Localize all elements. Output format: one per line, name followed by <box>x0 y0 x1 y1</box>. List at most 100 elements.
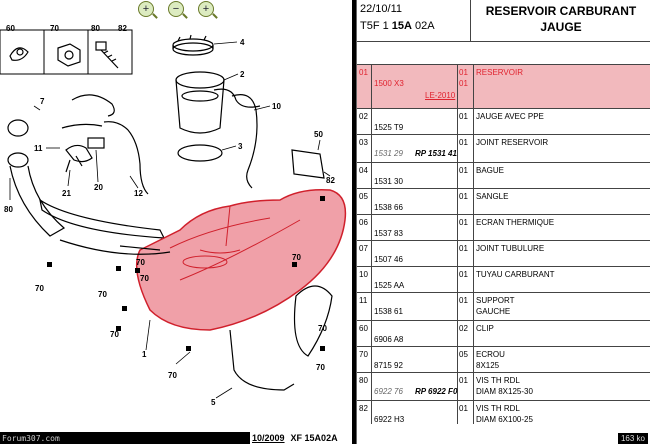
row-quantity: 01 <box>459 296 468 305</box>
row-position: 11 <box>359 296 368 305</box>
row-quantity: 01 <box>459 270 468 279</box>
diagram-date: 10/2009 <box>252 432 285 443</box>
row-position: 70 <box>359 350 368 359</box>
callout-82: 82 <box>118 24 127 33</box>
row-quantity: 01 <box>459 138 468 147</box>
row-part-number: 1537 83 <box>374 229 403 238</box>
row-position: 10 <box>359 270 368 279</box>
row-quantity: 01 <box>459 376 468 385</box>
row-description: BAGUE <box>476 166 505 175</box>
row-description-2: DIAM 8X125-30 <box>476 387 533 396</box>
catalog-date: 22/10/11 <box>360 3 403 15</box>
callout-12: 12 <box>134 189 143 198</box>
row-position: 07 <box>359 244 368 253</box>
callout-70e: 70 <box>168 371 177 380</box>
row-position: 02 <box>359 112 368 121</box>
zoom-toolbar: + − + <box>0 0 352 18</box>
catalog-reference: T5F 1 15A 02A <box>360 20 435 32</box>
fuel-pump-module <box>175 71 261 134</box>
parts-list-pane: 22/10/11 T5F 1 15A 02A RESERVOIR CARBURA… <box>356 0 650 444</box>
row-part-number: 1531 30 <box>374 177 403 186</box>
callout-1: 1 <box>142 350 147 359</box>
row-description: CLIP <box>476 324 494 333</box>
callout-70f: 70 <box>292 253 301 262</box>
table-row[interactable]: 04 1531 30 01 BAGUE <box>357 162 650 188</box>
clip-icon <box>9 47 29 61</box>
callout-80: 80 <box>91 24 100 33</box>
row-replacement-ref: RP 6922 F0 <box>415 387 458 396</box>
zoom-fit-button[interactable]: + <box>198 1 214 17</box>
page-size-indicator: 163 ko <box>617 433 648 444</box>
callout-70g: 70 <box>316 363 325 372</box>
row-description: SANGLE <box>476 192 509 201</box>
row-quantity: 01 <box>459 244 468 253</box>
callout-labels: 60 70 80 82 4 2 3 10 7 11 21 20 12 50 82… <box>4 24 335 407</box>
row-position: 04 <box>359 166 368 175</box>
row-part-number: 6906 A8 <box>374 335 404 344</box>
callout-10: 10 <box>272 102 281 111</box>
row-position: 60 <box>359 324 368 333</box>
row-description: JOINT TUBULURE <box>476 244 545 253</box>
row-part-number: 1538 61 <box>374 307 403 316</box>
zoom-in-icon: + <box>142 3 150 15</box>
callout-60: 60 <box>6 24 15 33</box>
row-quantity: 01 <box>459 404 468 413</box>
callout-2: 2 <box>240 70 245 79</box>
callout-70b: 70 <box>98 290 107 299</box>
table-row[interactable]: 02 1525 T9 01 JAUGE AVEC PPE <box>357 108 650 134</box>
zoom-in-button[interactable]: + <box>138 1 154 17</box>
zoom-fit-icon: + <box>202 3 210 15</box>
tank-joint <box>177 144 223 162</box>
small-parts-boxes <box>0 29 133 75</box>
row-description: ECRAN THERMIQUE <box>476 218 555 227</box>
row-quantity: 01 <box>459 218 468 227</box>
callout-70c: 70 <box>110 330 119 339</box>
diagram-code: XF 15A02A <box>290 432 338 443</box>
fastener-markers <box>47 196 325 351</box>
callout-50: 50 <box>314 130 323 139</box>
row-description-2: GAUCHE <box>476 307 511 316</box>
forum-watermark: Forum307.com <box>2 434 60 443</box>
zoom-out-button[interactable]: − <box>168 1 184 17</box>
row-quantity: 01 <box>459 192 468 201</box>
lock-ring <box>172 34 214 56</box>
row-part-number: 1525 T9 <box>374 123 404 132</box>
heat-shield <box>293 285 333 357</box>
diagram-caption: 10/2009 XF 15A02A <box>250 431 352 444</box>
row-quantity: 01 <box>459 68 468 77</box>
row-quantity-2: 01 <box>459 79 468 88</box>
zoom-out-icon: − <box>172 3 180 15</box>
row-part-number: 1525 AA <box>374 281 405 290</box>
row-description-2: 8X125 <box>476 361 500 370</box>
row-replacement-ref: RP 1531 41 <box>415 149 457 158</box>
fuel-hose <box>231 94 258 189</box>
nut-icon <box>57 43 81 67</box>
row-position: 82 <box>359 404 368 413</box>
callout-20: 20 <box>94 183 103 192</box>
bolt-icon <box>95 41 119 69</box>
fuel-tank-highlighted <box>135 188 347 331</box>
row-description: VIS TH RDL <box>476 376 520 385</box>
table-row[interactable]: 60 6906 A8 02 CLIP <box>357 320 650 346</box>
row-quantity: 01 <box>459 112 468 121</box>
parts-header: 22/10/11 T5F 1 15A 02A RESERVOIR CARBURA… <box>357 0 650 42</box>
callout-6: 70 <box>318 324 327 333</box>
row-description: ECROU <box>476 350 505 359</box>
callout-11: 11 <box>34 144 43 153</box>
row-description: JAUGE AVEC PPE <box>476 112 544 121</box>
row-quantity: 01 <box>459 166 468 175</box>
callout-21: 21 <box>62 189 71 198</box>
row-quantity: 02 <box>459 324 468 333</box>
row-part-number: 6922 H3 <box>374 415 405 424</box>
